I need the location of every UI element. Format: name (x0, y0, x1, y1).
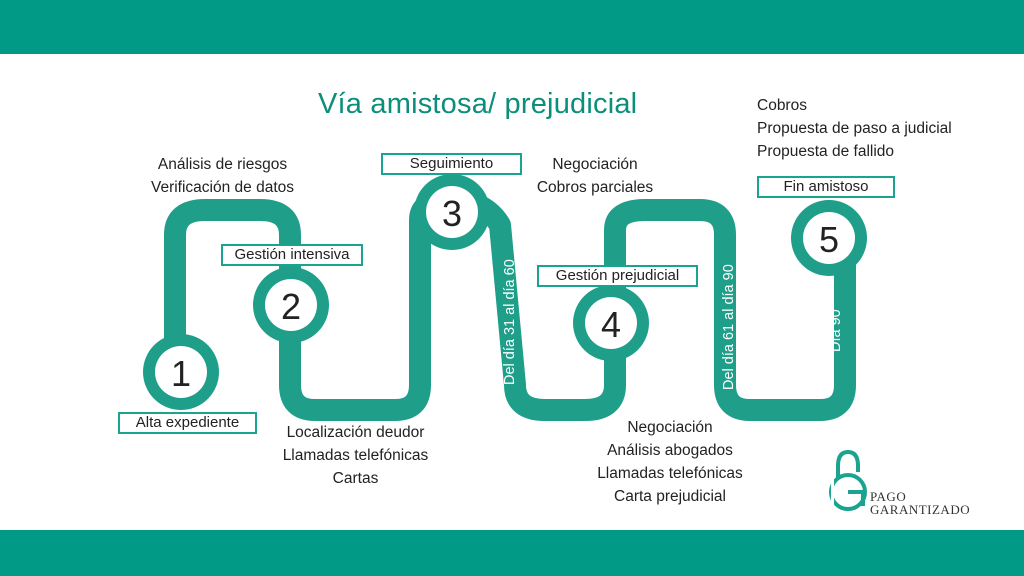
step-box-5: Fin amistoso (757, 176, 895, 198)
period-label-4: Día 90 (828, 309, 844, 352)
step3-note-line: Cobros parciales (536, 179, 654, 196)
step4-note-line: Análisis abogados (607, 442, 733, 459)
step2-note-line: Cartas (332, 470, 379, 487)
step-circle-1: 1 (143, 334, 219, 410)
step2-note-line: Localización deudor (286, 424, 425, 441)
page-title: Vía amistosa/ prejudicial (318, 88, 638, 120)
step-number-3: 3 (442, 193, 462, 234)
period-label-1: Del día 1 al día 30 (396, 267, 412, 385)
period-label-2: Del día 31 al día 60 (502, 259, 518, 385)
step-box-3: Seguimiento (381, 153, 522, 175)
padlock-g-icon (829, 449, 867, 511)
step2-notes: Localización deudor Llamadas telefónicas… (268, 421, 443, 490)
step-number-1: 1 (171, 353, 191, 394)
step2-note-line: Llamadas telefónicas (282, 447, 429, 464)
step-box-2: Gestión intensiva (221, 244, 363, 266)
step5-notes: Cobros Propuesta de paso a judicial Prop… (757, 94, 987, 163)
top-band (0, 0, 1024, 54)
step-number-4: 4 (601, 304, 621, 345)
step4-note-line: Negociación (627, 419, 713, 436)
logo-wordmark: PAGO GARANTIZADO (870, 490, 970, 516)
bottom-band (0, 530, 1024, 576)
step4-note-line: Llamadas telefónicas (597, 465, 743, 482)
step5-note-line: Propuesta de paso a judicial (757, 120, 952, 137)
step-circle-4: 4 (573, 285, 649, 361)
step-circle-3: 3 (414, 174, 490, 250)
step5-note-line: Propuesta de fallido (757, 143, 895, 160)
period-label-3: Del día 61 al día 90 (721, 264, 737, 390)
step-box-4: Gestión prejudicial (537, 265, 698, 287)
step3-notes: Negociación Cobros parciales (520, 153, 670, 199)
road-path (164, 189, 856, 421)
step3-note-line: Negociación (552, 156, 638, 173)
step4-note-line: Carta prejudicial (614, 488, 726, 505)
logo-line-2: GARANTIZADO (870, 502, 971, 517)
logo-line-1: PAGO (870, 489, 907, 504)
step5-note-line: Cobros (757, 97, 807, 114)
step-circle-5: 5 (791, 200, 867, 276)
step4-notes: Negociación Análisis abogados Llamadas t… (580, 416, 760, 508)
step-box-1: Alta expediente (118, 412, 257, 434)
step1-notes: Análisis de riesgos Verificación de dato… (140, 153, 305, 199)
step-number-5: 5 (819, 219, 839, 260)
step1-note-line: Análisis de riesgos (157, 156, 288, 173)
step-number-2: 2 (281, 286, 301, 327)
step-circle-2: 2 (253, 267, 329, 343)
step1-note-line: Verificación de datos (150, 179, 295, 196)
